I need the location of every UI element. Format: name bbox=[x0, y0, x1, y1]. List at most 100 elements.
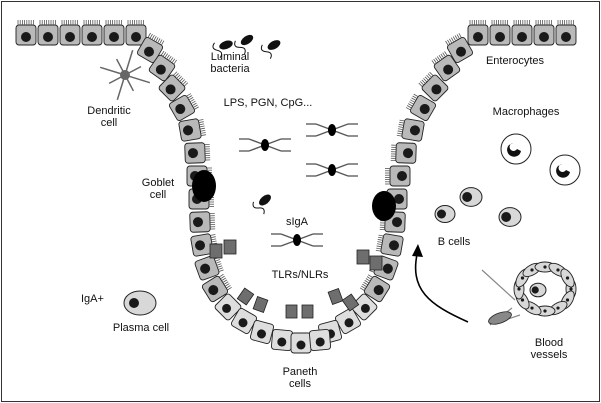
receptor bbox=[356, 249, 370, 265]
epithelial-cell bbox=[214, 293, 242, 321]
microvillus bbox=[166, 54, 170, 60]
receptor bbox=[209, 243, 223, 259]
microvillus bbox=[226, 285, 231, 289]
microvillus bbox=[409, 101, 414, 105]
nucleus bbox=[144, 46, 154, 57]
microvillus bbox=[377, 241, 383, 243]
microvillus bbox=[198, 121, 204, 123]
b-cell bbox=[459, 187, 483, 207]
microvillus bbox=[396, 134, 402, 137]
nucleus bbox=[315, 337, 325, 347]
homing-arrowhead bbox=[412, 244, 423, 257]
microvillus bbox=[157, 38, 161, 44]
nucleus bbox=[495, 32, 505, 42]
epithelial-cell bbox=[178, 118, 207, 142]
microvillus bbox=[188, 97, 194, 101]
microvillus bbox=[410, 99, 415, 103]
nucleus bbox=[431, 84, 442, 95]
macrophage-nucleus bbox=[556, 164, 570, 178]
microvillus bbox=[444, 51, 448, 56]
microvillus bbox=[399, 119, 405, 122]
epithelial-cell bbox=[467, 20, 489, 46]
tlrs-nlrs-label: TLRs/NLRs bbox=[271, 269, 329, 281]
microvillus bbox=[366, 276, 372, 280]
epithelial-cell bbox=[511, 20, 533, 46]
microvillus bbox=[169, 57, 174, 62]
epithelial-cell bbox=[334, 307, 362, 335]
microvillus bbox=[153, 36, 157, 41]
microvillus bbox=[222, 279, 228, 283]
nucleus bbox=[360, 303, 370, 313]
microvillus bbox=[442, 52, 446, 58]
dendritic-cell-label: Dendritic cell bbox=[87, 105, 131, 129]
lps-label: LPS, PGN, CpG... bbox=[223, 97, 313, 109]
microvillus bbox=[217, 265, 223, 268]
j-chain bbox=[328, 124, 336, 136]
endothelial-nucleus bbox=[565, 298, 570, 302]
nucleus bbox=[222, 303, 232, 313]
nucleus bbox=[391, 217, 402, 228]
microvillus bbox=[399, 121, 405, 124]
microvillus bbox=[450, 37, 455, 43]
microvillus bbox=[447, 39, 451, 45]
microvillus bbox=[376, 247, 382, 250]
bacterium-body bbox=[259, 194, 271, 206]
microvillus bbox=[179, 77, 184, 82]
microvillus bbox=[211, 238, 217, 241]
b-cell bbox=[434, 205, 456, 223]
j-chain bbox=[261, 139, 269, 151]
microvillus bbox=[360, 285, 366, 289]
epithelial-cell bbox=[103, 20, 125, 46]
microvillus bbox=[397, 128, 403, 131]
microvillus bbox=[189, 98, 195, 103]
flagellum bbox=[260, 44, 272, 59]
microvillus bbox=[182, 80, 187, 85]
migrating-cell bbox=[488, 311, 512, 325]
microvillus bbox=[429, 71, 434, 76]
b-cell bbox=[529, 282, 547, 298]
endothelial-nucleus bbox=[569, 287, 573, 291]
microvillus bbox=[220, 275, 225, 280]
microvillus bbox=[227, 286, 232, 291]
microvillus bbox=[411, 97, 417, 101]
dendritic-cell bbox=[99, 49, 151, 101]
nucleus bbox=[65, 32, 75, 42]
migration-arrow bbox=[481, 269, 516, 301]
microvillus bbox=[198, 119, 204, 121]
flagellum bbox=[234, 40, 246, 55]
microvillus bbox=[438, 55, 443, 60]
microvillus bbox=[164, 53, 168, 58]
plasma-cell-label: Plasma cell bbox=[112, 322, 170, 334]
epithelial-cell bbox=[125, 20, 147, 46]
blood-vessel bbox=[513, 261, 577, 317]
nucleus bbox=[397, 171, 407, 181]
plasma-cell bbox=[123, 290, 157, 316]
microvillus bbox=[186, 93, 192, 97]
epithelial-cell bbox=[390, 142, 417, 164]
microvillus bbox=[199, 123, 205, 126]
endothelial-nucleus bbox=[556, 268, 560, 272]
nucleus bbox=[208, 285, 219, 296]
microvillus bbox=[147, 32, 151, 38]
receptor bbox=[341, 293, 360, 312]
microvillus bbox=[423, 78, 428, 83]
epithelial-cell bbox=[270, 328, 294, 352]
plasma-cell-nucleus bbox=[129, 298, 139, 308]
bacterium bbox=[260, 40, 281, 59]
macrophage-body bbox=[500, 133, 532, 165]
microvillus bbox=[151, 35, 155, 40]
microvillus bbox=[445, 40, 449, 46]
endothelial-nucleus bbox=[543, 309, 547, 313]
bacterium bbox=[252, 194, 271, 215]
microvillus bbox=[375, 249, 381, 252]
epithelial-cell bbox=[37, 20, 59, 46]
siga-molecule bbox=[271, 233, 323, 247]
microvillus bbox=[200, 132, 206, 134]
microvillus bbox=[405, 107, 411, 111]
microvillus bbox=[219, 273, 224, 278]
goblet-cell-left bbox=[192, 170, 216, 202]
nucleus bbox=[183, 125, 194, 136]
microvillus bbox=[367, 274, 373, 278]
